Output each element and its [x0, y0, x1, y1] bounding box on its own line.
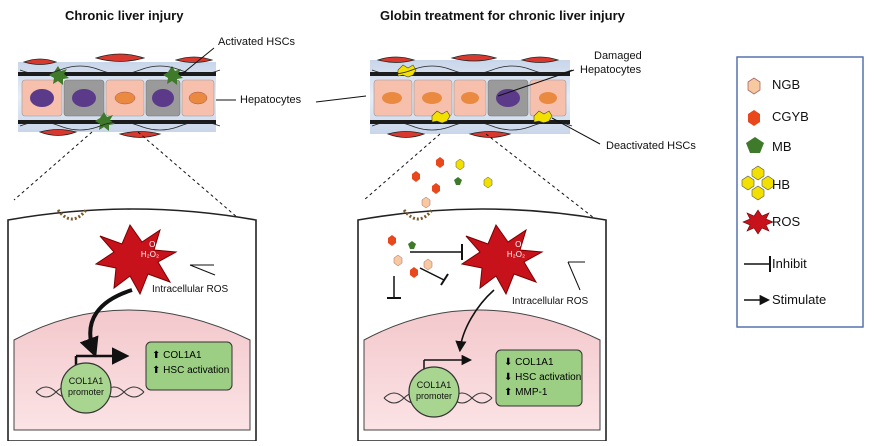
left-effect-row: ⬆ COL1A1	[152, 348, 229, 363]
right-ros-formula-2: H₂O₂	[506, 250, 526, 259]
damaged-hepatocytes-label-1: Damaged	[594, 50, 642, 62]
pentagon-green-icon	[746, 137, 764, 153]
left-ros-formula-1: O₂⁻•, OH•,	[149, 240, 187, 249]
legend-hb-label: HB	[772, 177, 791, 192]
legend-stimulate-label: Stimulate	[772, 292, 827, 307]
right-promoter-circle	[408, 366, 460, 418]
left-intracellular-ros-label: Intracellular ROS	[152, 284, 229, 295]
left-promoter-circle	[60, 362, 112, 414]
right-effect-row: ⬇ HSC activation	[504, 370, 581, 385]
inhibit-bar-icon	[744, 256, 771, 272]
intracellular-globins	[388, 235, 433, 278]
right-promoter-label-2: promoter	[415, 391, 452, 401]
left-promoter-label-1: COL1A1	[68, 376, 104, 386]
legend-ros-label: ROS	[772, 214, 801, 229]
right-effect-row: ⬇ COL1A1	[504, 355, 581, 370]
left-endocytic-pit	[56, 209, 88, 221]
up-arrow-icon: ⬆	[152, 365, 164, 376]
right-effect-text: MMP-1	[515, 387, 548, 398]
left-effect-box	[145, 341, 233, 391]
right-effect-text: COL1A1	[515, 357, 554, 368]
up-arrow-icon: ⬆	[152, 350, 164, 361]
right-effect-text: HSC activation	[515, 372, 582, 383]
legend-cgyb-label: CGYB	[772, 109, 809, 124]
right-intracellular-ros-label: Intracellular ROS	[512, 296, 589, 307]
right-endocytic-pit	[402, 209, 434, 221]
right-ros-burst	[460, 223, 544, 296]
four-hexagon-yellow-icon	[741, 165, 775, 201]
left-tissue-strip	[18, 53, 221, 138]
deactivated-hscs-label: Deactivated HSCs	[606, 140, 696, 152]
left-promoter-label-2: promoter	[67, 387, 104, 397]
left-effect-list: ⬆ COL1A1⬆ HSC activation	[152, 348, 229, 378]
right-tissue-strip	[370, 54, 573, 138]
legend-mb-label: MB	[772, 139, 792, 154]
left-effect-text: HSC activation	[163, 365, 230, 376]
hexagon-light-orange-icon	[747, 77, 761, 95]
left-ros-formula-2: H₂O₂	[140, 250, 160, 259]
left-effect-text: COL1A1	[163, 350, 202, 361]
left-ros-burst	[94, 223, 178, 296]
right-effect-row: ⬆ MMP-1	[504, 385, 581, 400]
up-arrow-icon: ⬆	[504, 387, 516, 398]
right-ros-formula-1: O₂⁻•, OH•,	[515, 240, 553, 249]
activated-hscs-label: Activated HSCs	[218, 36, 296, 48]
left-panel-title: Chronic liver injury	[65, 8, 184, 23]
star-burst-red-icon	[742, 209, 774, 235]
down-arrow-icon: ⬇	[504, 357, 516, 368]
right-promoter-label-1: COL1A1	[416, 380, 452, 390]
legend-ngb-label: NGB	[772, 77, 801, 92]
hepatocytes-label: Hepatocytes	[240, 94, 302, 106]
right-effect-box	[495, 349, 583, 407]
left-effect-row: ⬆ HSC activation	[152, 363, 229, 378]
right-effect-list: ⬇ COL1A1⬇ HSC activation⬆ MMP-1	[504, 355, 581, 400]
legend-inhibit-label: Inhibit	[772, 256, 807, 271]
down-arrow-icon: ⬇	[504, 372, 516, 383]
damaged-hepatocytes-label-2: Hepatocytes	[580, 64, 642, 76]
extracellular-globins	[412, 157, 493, 209]
right-panel-title: Globin treatment for chronic liver injur…	[380, 8, 625, 23]
hexagon-red-orange-icon	[748, 110, 760, 126]
